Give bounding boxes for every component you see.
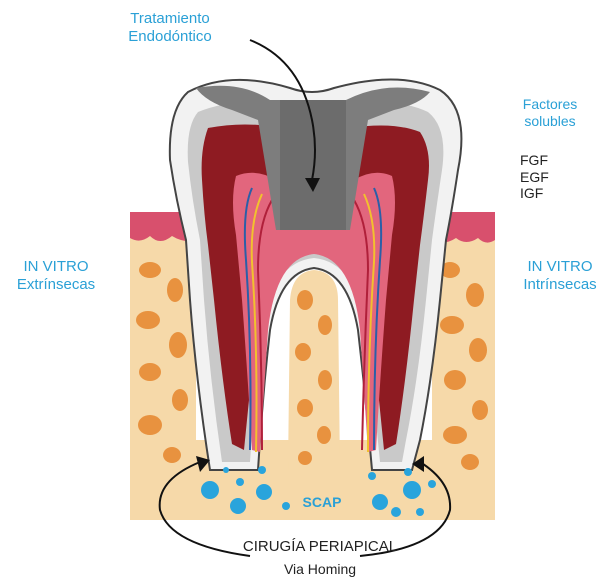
growth-factor-igf: IGF <box>520 185 580 202</box>
factors-line1: Factores <box>523 96 577 112</box>
growth-factor-list: FGF EGF IGF <box>520 152 580 202</box>
in-vitro-extrinsic-label: IN VITRO Extrínsecas <box>2 258 110 293</box>
in-vitro-right-line2: Intrínsecas <box>523 276 596 293</box>
in-vitro-left-line1: IN VITRO <box>23 258 88 275</box>
in-vitro-intrinsic-label: IN VITRO Intrínsecas <box>512 258 608 293</box>
endodontic-treatment-label: Tratamiento Endodóntico <box>100 10 240 45</box>
in-vitro-left-line2: Extrínsecas <box>17 276 95 293</box>
filling-core <box>280 100 346 230</box>
in-vitro-right-line1: IN VITRO <box>527 258 592 275</box>
periapical-surgery-label: CIRUGÍA PERIAPICAL <box>200 538 440 556</box>
via-homing-label: Via Homing <box>240 561 400 578</box>
soluble-factors-label: Factores solubles <box>500 96 600 129</box>
factors-line2: solubles <box>524 113 575 129</box>
scap-label: SCAP <box>292 494 352 511</box>
endodontic-label-line1: Tratamiento <box>130 10 209 27</box>
endodontic-label-line2: Endodóntico <box>128 28 211 45</box>
growth-factor-fgf: FGF <box>520 152 580 169</box>
growth-factor-egf: EGF <box>520 169 580 186</box>
bone-center <box>288 270 340 470</box>
